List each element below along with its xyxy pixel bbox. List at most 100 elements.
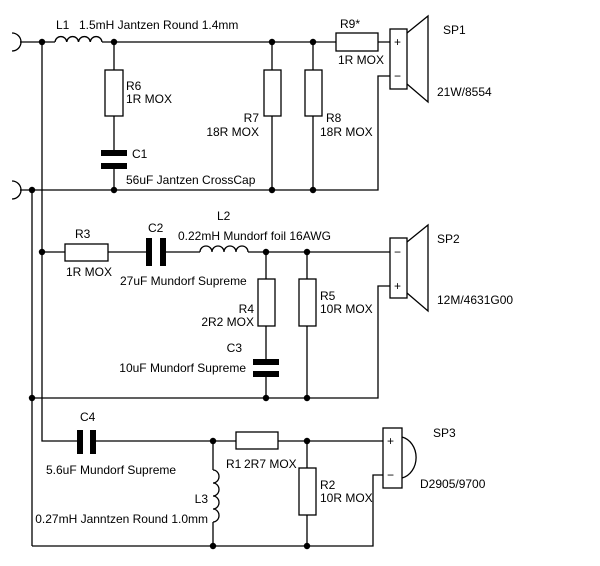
SP2-value: 12M/4631G00	[437, 293, 513, 307]
speaker-SP3	[382, 427, 403, 489]
junction-dot	[209, 437, 217, 445]
junction-dot	[262, 394, 270, 402]
junction-dot	[110, 186, 118, 194]
wire	[32, 474, 383, 547]
tweeter-dome-icon	[401, 436, 417, 479]
junction-dot	[303, 542, 311, 550]
R8-ref: R8	[326, 111, 342, 125]
junction-dot	[262, 248, 270, 256]
R1-ref: R1	[226, 457, 242, 471]
SP2-ref: SP2	[437, 232, 460, 246]
input-terminal-negative	[11, 180, 22, 200]
junction-dot	[209, 542, 217, 550]
R5-ref: R5	[320, 289, 336, 303]
L3-ref: L3	[195, 492, 209, 506]
inductor-L2	[199, 245, 249, 253]
junction-dot	[309, 186, 317, 194]
capacitor-C1-plate	[101, 150, 127, 156]
R6-ref: R6	[126, 79, 142, 93]
woofer-section: L1 1.5mH Jantzen Round 1.4mm R6 1R MOX C…	[20, 14, 492, 546]
C4-value: 5.6uF Mundorf Supreme	[46, 463, 176, 477]
tweeter-section: C4 5.6uF Mundorf Supreme R1 2R7 MOX L3 0…	[32, 410, 486, 550]
R5-value: 10R MOX	[320, 302, 373, 316]
capacitor-C4-plate	[90, 430, 96, 454]
R4-value: 2R2 MOX	[201, 315, 254, 329]
speaker-SP2	[389, 237, 408, 299]
junction-dot	[303, 437, 311, 445]
R4-ref: R4	[239, 302, 255, 316]
junction-dot	[38, 248, 46, 256]
R8-value: 18R MOX	[320, 125, 373, 139]
C2-value: 27uF Mundorf Supreme	[120, 274, 247, 288]
L2-value: 0.22mH Mundorf foil 16AWG	[178, 229, 331, 243]
SP1-minus: −	[394, 69, 401, 83]
resistor-R1	[235, 431, 279, 450]
R6-value: 1R MOX	[126, 92, 172, 106]
SP2-minus: −	[394, 245, 401, 259]
L1-value: 1.5mH Jantzen Round 1.4mm	[79, 18, 238, 32]
R7-value: 18R MOX	[206, 125, 259, 139]
junction-dot	[110, 38, 118, 46]
inductor-L1	[54, 35, 103, 43]
junction-dot	[303, 248, 311, 256]
resistor-R8	[304, 69, 323, 117]
speaker-cone-icon	[406, 223, 429, 313]
R2-value: 10R MOX	[320, 491, 373, 505]
SP3-ref: SP3	[433, 426, 456, 440]
inductor-L3	[212, 469, 220, 523]
resistor-R6	[104, 69, 124, 117]
capacitor-C4-plate	[77, 430, 83, 454]
resistor-R2	[298, 467, 317, 516]
junction-dot	[38, 38, 46, 46]
resistor-R3	[64, 243, 109, 262]
resistor-R7	[263, 69, 282, 117]
SP1-ref: SP1	[443, 23, 466, 37]
wire	[20, 75, 390, 191]
resistor-R4	[257, 278, 276, 327]
R2-ref: R2	[320, 478, 336, 492]
capacitor-C2-plate	[160, 238, 166, 266]
junction-dot	[309, 38, 317, 46]
speaker-SP1	[389, 28, 408, 90]
resistor-R5	[298, 278, 317, 327]
midrange-section: R3 1R MOX C2 27uF Mundorf Supreme L2 0.2…	[28, 209, 513, 402]
junction-dot	[268, 38, 276, 46]
R7-ref: R7	[244, 111, 260, 125]
R9-ref: R9*	[340, 17, 360, 31]
C2-ref: C2	[148, 221, 164, 235]
R1-value: 2R7 MOX	[244, 457, 297, 471]
wire	[265, 252, 308, 398]
wire	[271, 42, 314, 190]
C1-value: 56uF Jantzen CrossCap	[126, 173, 256, 187]
capacitor-C3-plate	[253, 371, 279, 377]
resistor-R9	[335, 32, 379, 52]
C3-value: 10uF Mundorf Supreme	[119, 361, 246, 375]
R9-value: 1R MOX	[338, 53, 384, 67]
capacitor-C2-plate	[146, 238, 152, 266]
junction-dot	[268, 186, 276, 194]
speaker-cone-icon	[406, 14, 429, 104]
L3-value: 0.27mH Janntzen Round 1.0mm	[35, 512, 208, 526]
input-terminal-positive	[11, 32, 22, 52]
capacitor-C3-plate	[253, 359, 279, 365]
capacitor-C1-plate	[101, 163, 127, 169]
SP2-plus: +	[394, 279, 401, 293]
L1-ref: L1	[56, 18, 70, 32]
L2-ref: L2	[217, 209, 231, 223]
wire	[32, 285, 390, 399]
C1-ref: C1	[132, 147, 148, 161]
SP3-value: D2905/9700	[420, 477, 486, 491]
R3-ref: R3	[75, 227, 91, 241]
junction-dot	[303, 394, 311, 402]
SP1-plus: +	[394, 35, 401, 49]
C4-ref: C4	[80, 410, 96, 424]
R3-value: 1R MOX	[66, 265, 112, 279]
SP3-minus: −	[387, 468, 394, 482]
C3-ref: C3	[227, 341, 243, 355]
wire	[31, 42, 80, 546]
junction-dot	[28, 186, 36, 194]
SP1-value: 21W/8554	[437, 85, 492, 99]
junction-dot	[28, 394, 36, 402]
SP3-plus: +	[387, 434, 394, 448]
